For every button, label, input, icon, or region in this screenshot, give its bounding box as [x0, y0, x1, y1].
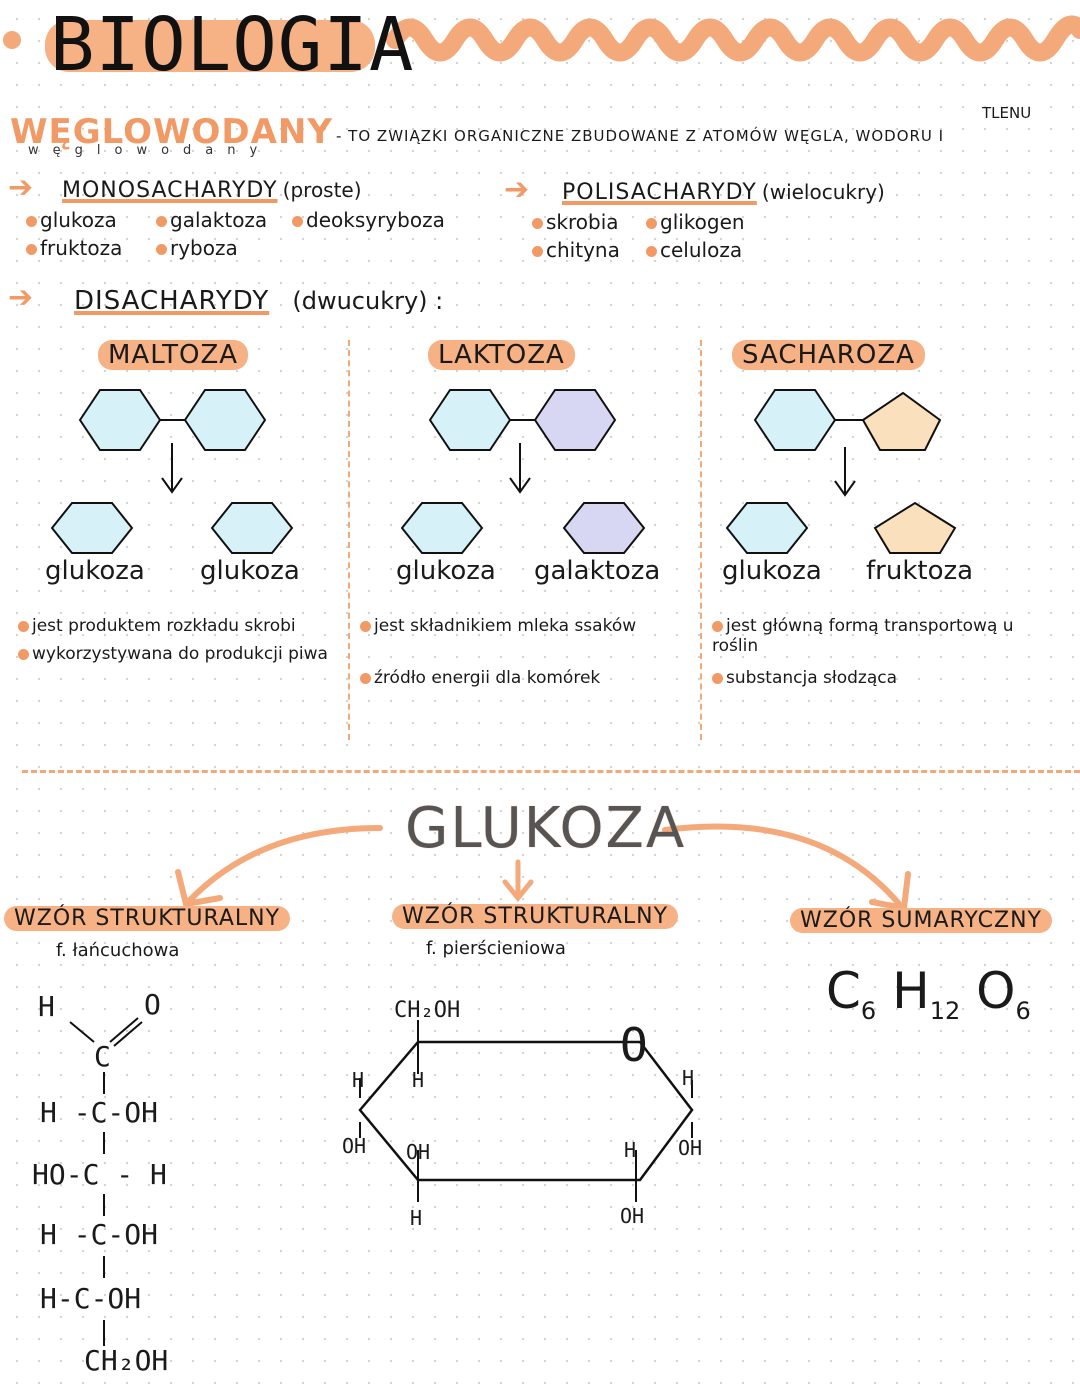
- ring-label: OH: [342, 1134, 367, 1158]
- arrow-icon: ➔: [8, 170, 34, 205]
- ring-ch2oh: CH₂OH: [394, 998, 461, 1023]
- laktoza-title: LAKTOZA: [428, 340, 575, 370]
- list-item: ryboza: [156, 236, 238, 260]
- polysaccharides-title: POLISACHARYDY: [562, 180, 757, 205]
- chain-row2: H -C-OH: [40, 1096, 159, 1129]
- glukoza-arrows: [175, 823, 911, 912]
- list-item: jest główną formą transportową u roślin: [712, 616, 1014, 657]
- list-item: deoksyryboza: [292, 208, 445, 232]
- disaccharides-heading: DISACHARYDY (dwucukry) :: [74, 286, 443, 316]
- list-item: substancja słodząca: [712, 668, 1062, 688]
- galactose-hexagon: [533, 389, 617, 451]
- maltoza-right-label: glukoza: [200, 556, 300, 586]
- ring-label: H: [624, 1138, 637, 1162]
- list-item: glikogen: [646, 210, 745, 234]
- ring-label: H: [412, 1068, 425, 1092]
- ring-structure: [358, 1020, 694, 1202]
- ring-label: H: [410, 1206, 423, 1230]
- chain-top-h: H: [38, 990, 55, 1023]
- ring-label: OH: [406, 1140, 431, 1164]
- topic-spelled: węglowodany: [28, 143, 272, 158]
- page-title: BIOLOGIA: [50, 2, 415, 88]
- monosaccharides-title: MONOSACHARYDY: [62, 178, 278, 203]
- topic-definition: - TO ZWIĄZKI ORGANICZNE ZBUDOWANE Z ATOM…: [336, 127, 945, 145]
- monosaccharides-note: (proste): [282, 178, 362, 202]
- list-item: glukoza: [26, 208, 117, 232]
- list-item: celuloza: [646, 238, 742, 262]
- disaccharides-title: DISACHARYDY: [74, 286, 270, 316]
- ring-label: H: [352, 1068, 365, 1092]
- maltoza-left-label: glukoza: [45, 556, 145, 586]
- chain-row4: H -C-OH: [40, 1218, 159, 1251]
- formula-head-chain: WZÓR STRUKTURALNY: [4, 906, 291, 931]
- ring-label: OH: [620, 1204, 645, 1228]
- topic-definition-tlenu: TLENU: [982, 104, 1032, 122]
- sacharoza-title: SACHAROZA: [732, 340, 925, 370]
- chain-top-o: O: [144, 988, 161, 1021]
- maltoza-title: MALTOZA: [98, 340, 249, 370]
- chain-bottom: CH₂OH: [84, 1344, 169, 1377]
- fructose-pentagon: [873, 501, 957, 554]
- disaccharides-note: (dwucukry) :: [292, 287, 444, 315]
- glucose-hexagon: [753, 389, 837, 451]
- laktoza-right-label: galaktoza: [534, 556, 661, 586]
- glucose-hexagon: [428, 389, 512, 451]
- glucose-hexagon: [78, 389, 162, 451]
- list-item: jest składnikiem mleka ssaków: [360, 616, 680, 636]
- list-item: jest produktem rozkładu skrobi: [18, 616, 343, 636]
- galactose-hexagon: [562, 502, 646, 554]
- monosaccharides-heading: MONOSACHARYDY (proste): [62, 178, 362, 203]
- chain-bonds: [69, 1017, 143, 1346]
- ring-oxygen: O: [620, 1018, 648, 1072]
- glucose-hexagon: [210, 502, 294, 554]
- list-item: fruktoza: [26, 236, 122, 260]
- ring-label: OH: [678, 1136, 703, 1160]
- column-divider: [700, 340, 702, 740]
- list-item: chityna: [532, 238, 620, 262]
- glucose-hexagon: [50, 502, 134, 554]
- formula-head-ring: WZÓR STRUKTURALNY: [392, 904, 679, 929]
- formula-sub-chain: f. łańcuchowa: [56, 940, 180, 961]
- sum-formula: C6 H12 O6: [826, 962, 1031, 1025]
- laktoza-diagram: [400, 389, 646, 554]
- fructose-pentagon: [861, 391, 942, 451]
- glucose-hexagon: [183, 389, 267, 451]
- title-wave-decoration: [3, 15, 1080, 72]
- arrow-icon: ➔: [8, 280, 34, 315]
- section-divider: [22, 770, 1080, 773]
- list-item: galaktoza: [156, 208, 267, 232]
- glukoza-title: GLUKOZA: [405, 796, 687, 861]
- laktoza-left-label: glukoza: [396, 556, 496, 586]
- chain-row5: H-C-OH: [40, 1282, 142, 1315]
- formula-head-sum: WZÓR SUMARYCZNY: [790, 908, 1052, 933]
- list-item: wykorzystywana do produkcji piwa: [18, 644, 343, 664]
- chain-row3: HO-C - H: [32, 1158, 167, 1191]
- glucose-hexagon: [400, 502, 484, 554]
- polysaccharides-note: (wielocukry): [761, 180, 885, 204]
- formula-sub-ring: f. pierścieniowa: [426, 938, 566, 959]
- list-item: skrobia: [532, 210, 619, 234]
- glucose-hexagon: [725, 502, 809, 554]
- sacharoza-right-label: fruktoza: [866, 556, 974, 586]
- column-divider: [348, 340, 350, 740]
- ring-label: H: [682, 1066, 695, 1090]
- arrow-icon: ➔: [504, 172, 530, 207]
- chain-c1: C: [94, 1040, 111, 1073]
- polysaccharides-heading: POLISACHARYDY (wielocukry): [562, 180, 885, 205]
- maltoza-diagram: [50, 389, 294, 554]
- sacharoza-left-label: glukoza: [722, 556, 822, 586]
- topic-title: WĘGLOWODANY: [10, 112, 334, 152]
- sacharoza-diagram: [725, 389, 957, 554]
- list-item: źródło energii dla komórek: [360, 668, 680, 688]
